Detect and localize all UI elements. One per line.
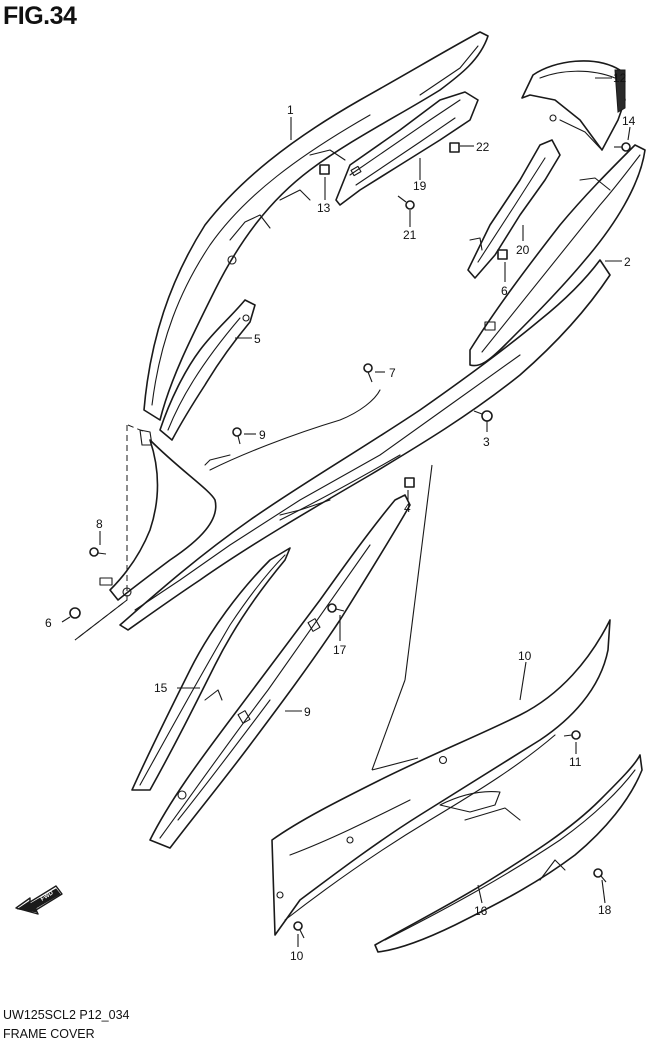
- callout-16: 16: [474, 904, 488, 918]
- screw-9-upper: [232, 427, 242, 445]
- clip-13: [319, 164, 330, 175]
- assembly-line-center-c: [371, 757, 419, 771]
- callout-20: 20: [516, 243, 530, 257]
- fwd-arrow-icon: FWD: [15, 885, 63, 915]
- callout-11: 11: [569, 755, 582, 769]
- left-mid-bracket: [159, 299, 256, 441]
- callout-6b: 6: [45, 616, 52, 630]
- figure-model-code: UW125SCL2 P12_034: [3, 1008, 130, 1022]
- bolt-3: [473, 410, 493, 422]
- assembly-line-center-b: [371, 679, 406, 771]
- tail-cover: [521, 60, 626, 151]
- inner-panel-center: [335, 91, 479, 206]
- callout-13: 13: [317, 201, 331, 215]
- callout-19: 19: [413, 179, 427, 193]
- callout-5: 5: [254, 332, 261, 346]
- rear-inner-bracket: [467, 139, 561, 279]
- callout-9b: 9: [304, 705, 311, 719]
- callout-7: 7: [389, 366, 396, 380]
- callout-4: 4: [404, 501, 411, 515]
- center-lower-inner-panel: [149, 494, 411, 849]
- screw-10-lower: [293, 921, 305, 939]
- clip-6-upper: [497, 249, 508, 260]
- assembly-line-center-a: [404, 464, 433, 681]
- callout-1: 1: [287, 103, 294, 117]
- frame-cover-left-upper: [139, 31, 489, 446]
- screw-14: [614, 142, 631, 152]
- callout-15: 15: [154, 681, 168, 695]
- callout-17: 17: [333, 643, 347, 657]
- callout-10a: 10: [518, 649, 532, 663]
- callout-8: 8: [96, 517, 103, 531]
- lower-side-cover: [271, 619, 611, 936]
- callout-21: 21: [403, 228, 417, 242]
- assembly-line-left: [74, 425, 128, 641]
- leader-lines: [61, 77, 631, 947]
- screw-7: [363, 363, 373, 383]
- figure-title: FIG.34: [3, 2, 77, 30]
- clip-6-lower: [69, 607, 81, 619]
- screw-21: [397, 195, 415, 210]
- callout-9a: 9: [259, 428, 266, 442]
- screw-8: [89, 547, 107, 557]
- callout-3: 3: [483, 435, 490, 449]
- callout-14: 14: [622, 114, 636, 128]
- screw-18: [593, 868, 607, 883]
- assembly-line-left-join: [74, 599, 128, 641]
- callout-10b: 10: [290, 949, 304, 963]
- figure-name: FRAME COVER: [3, 1027, 95, 1041]
- clip-4: [404, 477, 415, 488]
- left-lower-strip: [131, 547, 291, 791]
- lower-right-strip: [374, 754, 643, 953]
- callout-6a: 6: [501, 284, 508, 298]
- main-frame-cover: [99, 259, 611, 631]
- clip-22: [449, 142, 460, 153]
- callout-labels: 1 2 3 4 5 6 6 7 8 9 9 10 10 11 12 13 14 …: [45, 71, 636, 963]
- callout-12: 12: [613, 71, 627, 85]
- callout-22: 22: [476, 140, 490, 154]
- callout-18: 18: [598, 903, 612, 917]
- screw-17: [327, 603, 345, 613]
- screw-11: [563, 730, 581, 740]
- assembly-line-mid: [127, 424, 146, 433]
- callout-2: 2: [624, 255, 631, 269]
- frame-cover-right-upper: [469, 144, 646, 367]
